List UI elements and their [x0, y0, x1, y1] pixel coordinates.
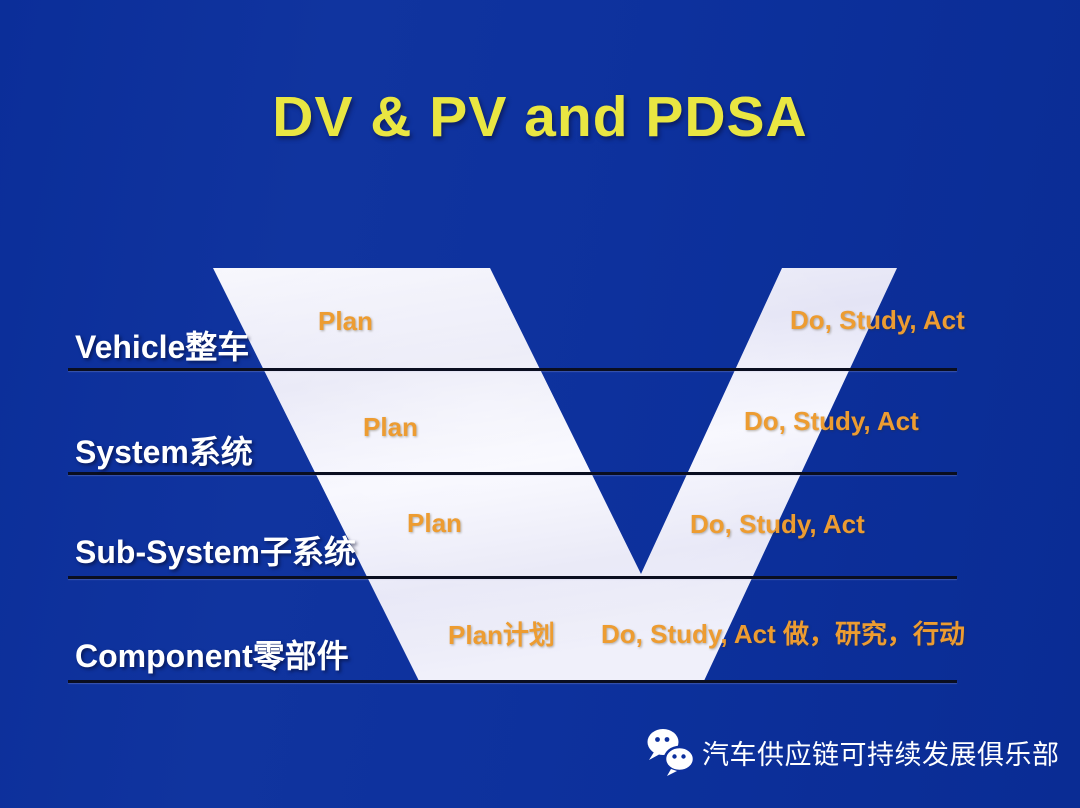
level-label-vehicle: Vehicle整车: [75, 329, 250, 365]
level-label-component: Component零部件: [75, 638, 349, 674]
wechat-logo-icon: [647, 729, 696, 776]
do-study-act-label-subsystem: Do, Study, Act: [690, 509, 865, 539]
level-label-system: System系统: [75, 434, 253, 470]
footer-account-name: 汽车供应链可持续发展俱乐部: [702, 739, 1060, 770]
do-study-act-label-system: Do, Study, Act: [744, 406, 919, 436]
plan-label-component: Plan计划: [448, 620, 555, 650]
slide-title: DV & PV and PDSA: [272, 85, 808, 149]
do-study-act-label-component: Do, Study, Act 做，研究，行动: [601, 619, 966, 649]
level-label-subsystem: Sub-System子系统: [75, 534, 356, 570]
level-divider-2: [68, 472, 957, 475]
do-study-act-label-vehicle: Do, Study, Act: [790, 305, 965, 335]
level-divider-4: [68, 680, 957, 683]
level-divider-1: [68, 368, 957, 371]
plan-label-subsystem: Plan: [407, 508, 462, 538]
level-divider-3: [68, 576, 957, 579]
footer: 汽车供应链可持续发展俱乐部: [644, 726, 1060, 778]
plan-label-system: Plan: [363, 412, 418, 442]
plan-label-vehicle: Plan: [318, 306, 373, 336]
v-polygon-sheen: [213, 268, 897, 683]
